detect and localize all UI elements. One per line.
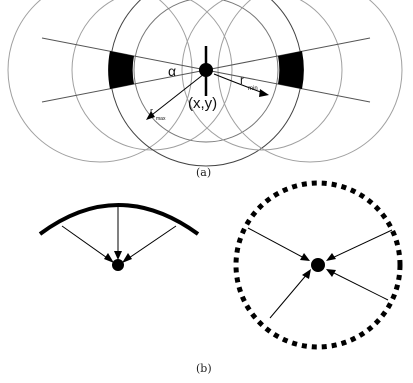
wedge-region-right <box>278 51 304 89</box>
alpha-label: α <box>168 63 176 79</box>
r-min-label: r <box>240 73 244 87</box>
arrow-left-head <box>104 253 114 263</box>
solid-arc <box>38 203 200 236</box>
dashed-circle <box>233 180 403 350</box>
circle-right <box>181 0 343 151</box>
focus-point-right <box>311 258 325 272</box>
point-label: (x,y) <box>188 95 217 112</box>
arrow-sw-head <box>302 269 311 279</box>
arrow-right-shaft <box>125 225 177 261</box>
arrow-sw-shaft <box>269 272 309 319</box>
circle-center-inner <box>133 0 279 143</box>
arrow-right-head <box>122 253 132 263</box>
r-min-subscript: min <box>248 86 258 92</box>
panel-a: α (x,y) r min r max (a) <box>7 0 403 179</box>
focus-point-left <box>112 259 124 271</box>
caption-b: (b) <box>196 362 212 375</box>
arrow-nw-shaft <box>247 227 307 260</box>
arrow-center-head <box>114 251 122 260</box>
panel-b: (b) <box>38 180 403 375</box>
circle-left <box>71 0 233 151</box>
arrow-se-shaft <box>329 270 389 301</box>
wedge-region-left <box>108 51 134 89</box>
circle-far-right <box>217 0 403 163</box>
r-min-arrowhead <box>259 89 269 97</box>
caption-a: (a) <box>196 166 211 179</box>
r-max-arrowhead <box>146 111 155 120</box>
r-max-arrow <box>147 73 205 119</box>
r-max-subscript: max <box>156 116 166 122</box>
arrow-left-shaft <box>61 225 111 261</box>
arrow-ne-head <box>326 253 336 261</box>
r-max-label: r <box>150 106 153 116</box>
arrow-se-head <box>326 269 336 277</box>
circle-far-left <box>7 0 193 163</box>
arrow-ne-shaft <box>329 229 393 260</box>
arrow-nw-head <box>300 253 310 261</box>
center-point <box>199 63 213 77</box>
